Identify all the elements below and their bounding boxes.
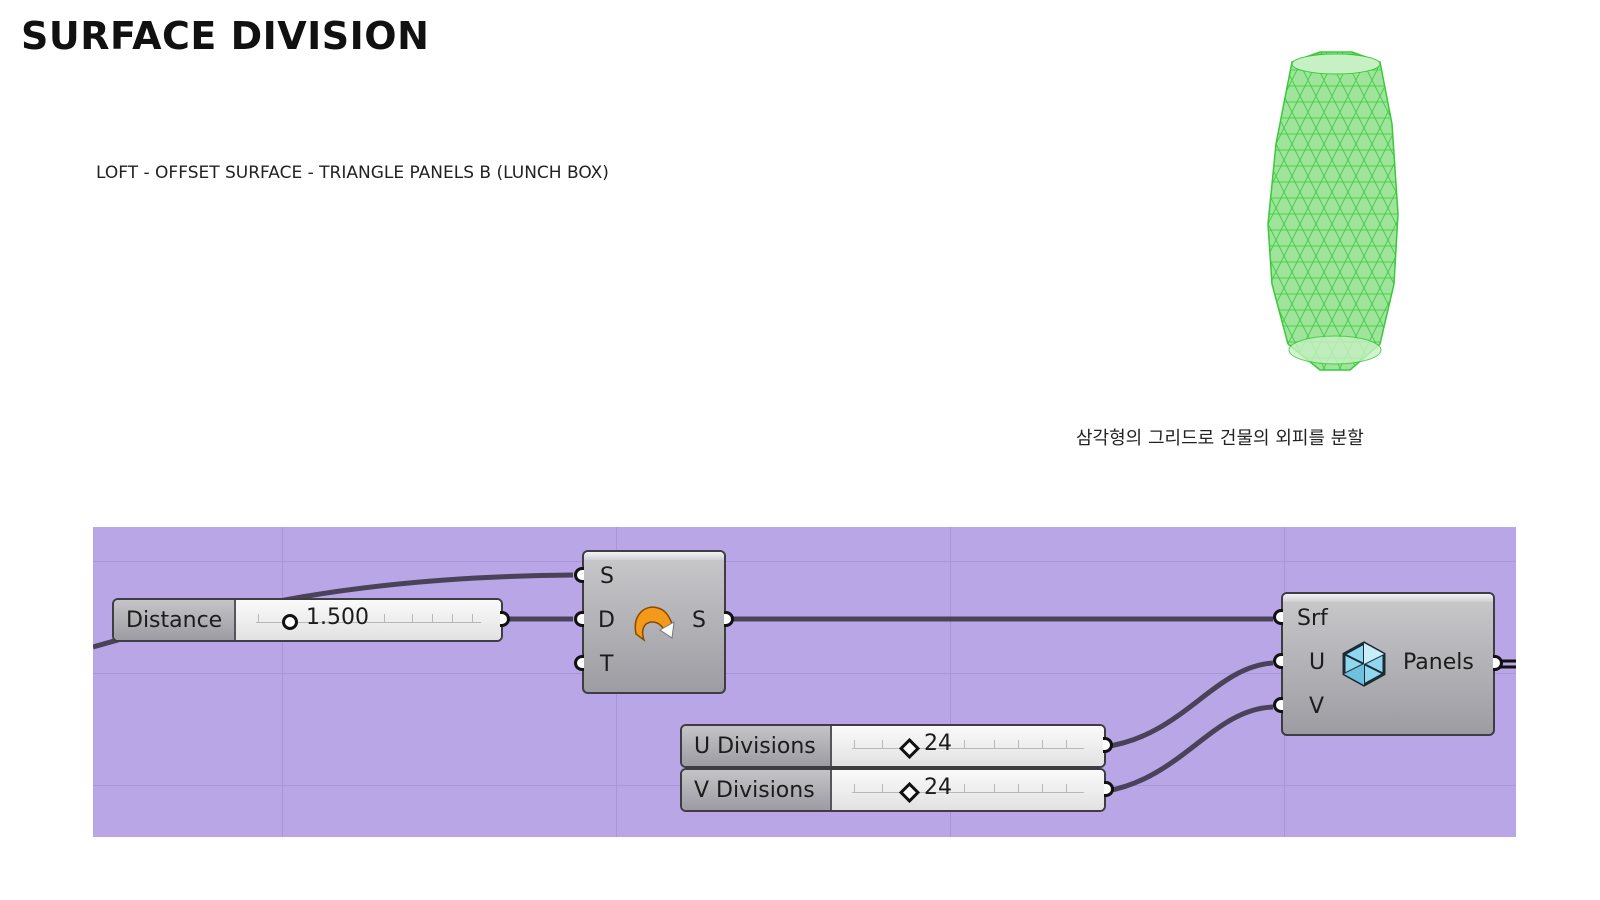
- input-grip[interactable]: [574, 611, 584, 627]
- triangle-panels-component[interactable]: Srf U V Panels: [1281, 592, 1495, 736]
- slider-label: Distance: [114, 600, 236, 640]
- offset-surface-icon: [634, 606, 675, 643]
- grid-line: [93, 561, 1516, 562]
- output-grip[interactable]: [724, 611, 734, 627]
- slider-knob[interactable]: [898, 781, 921, 804]
- wire-v-divisions: [1106, 704, 1274, 794]
- output-grip[interactable]: [500, 611, 510, 627]
- grid-line: [950, 527, 951, 837]
- slider-value: 24: [924, 775, 952, 800]
- input-grip[interactable]: [1273, 653, 1283, 669]
- mesh-preview-image: [1267, 51, 1399, 371]
- input-pin-t: T: [600, 652, 614, 677]
- slider-label: V Divisions: [682, 770, 832, 810]
- distance-slider[interactable]: Distance 1.500: [112, 598, 503, 642]
- input-grip[interactable]: [1273, 697, 1283, 713]
- input-pin-s: S: [600, 564, 614, 589]
- grid-line: [282, 527, 283, 837]
- slider-knob[interactable]: [282, 614, 298, 630]
- node-canvas[interactable]: Distance 1.500 S D T S U Divisions: [93, 527, 1516, 837]
- input-pin-srf: Srf: [1297, 606, 1328, 631]
- caption: 삼각형의 그리드로 건물의 외피를 분할: [1076, 428, 1364, 449]
- v-divisions-slider[interactable]: V Divisions 24: [680, 768, 1106, 812]
- grid-line: [93, 673, 1516, 674]
- hexagon-panel-icon: [1342, 641, 1386, 687]
- slider-value: 24: [924, 731, 952, 756]
- input-pin-u: U: [1309, 650, 1326, 675]
- input-pin-d: D: [598, 608, 615, 633]
- page-title: SURFACE DIVISION: [21, 14, 430, 58]
- slider-value: 1.500: [306, 605, 369, 630]
- wire-u-divisions: [1102, 660, 1274, 750]
- slider-track[interactable]: 1.500: [236, 600, 501, 640]
- input-grip[interactable]: [574, 567, 584, 583]
- subtitle: LOFT - OFFSET SURFACE - TRIANGLE PANELS …: [96, 163, 609, 183]
- slider-track[interactable]: 24: [832, 770, 1104, 810]
- offset-surface-component[interactable]: S D T S: [582, 550, 726, 694]
- output-pin-s: S: [692, 608, 706, 633]
- input-pin-v: V: [1309, 694, 1325, 719]
- input-grip[interactable]: [1273, 609, 1283, 625]
- slider-track[interactable]: 24: [832, 726, 1104, 766]
- input-grip[interactable]: [574, 655, 584, 671]
- output-label-panels: Panels: [1403, 650, 1474, 675]
- slider-label: U Divisions: [682, 726, 832, 766]
- output-grip[interactable]: [1103, 737, 1113, 753]
- slider-knob[interactable]: [898, 737, 921, 760]
- u-divisions-slider[interactable]: U Divisions 24: [680, 724, 1106, 768]
- output-grip[interactable]: [1493, 655, 1503, 671]
- output-grip[interactable]: [1104, 781, 1114, 797]
